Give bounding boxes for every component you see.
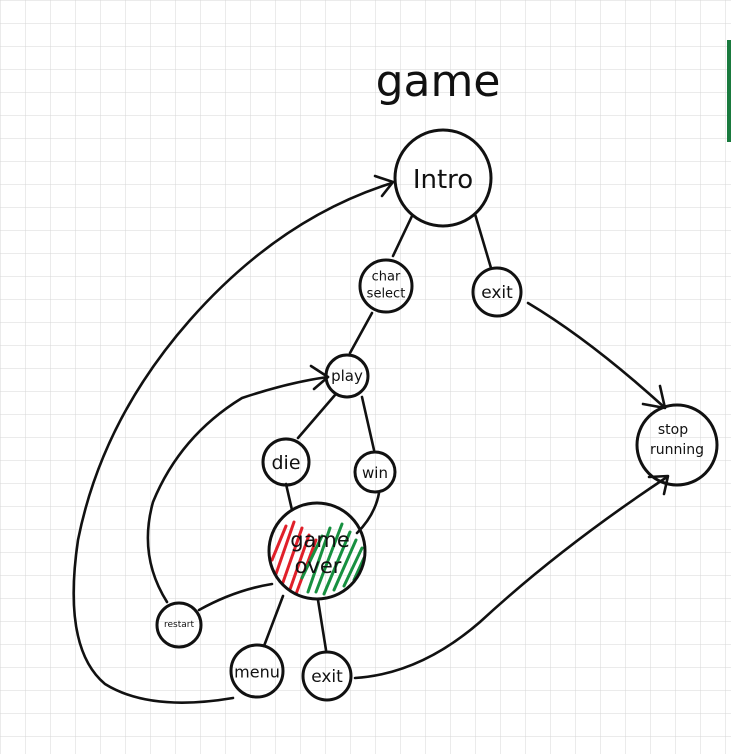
labels-layer: Intro char select exit play die win game… <box>164 165 704 687</box>
edge-die-to-game-over <box>284 482 294 512</box>
arrowhead-to-intro <box>373 174 395 198</box>
label-stop-running-line2: running <box>650 442 704 458</box>
label-die: die <box>271 452 300 474</box>
edge-play-to-die <box>296 393 337 440</box>
edge-menu-to-intro <box>72 181 394 704</box>
node-win <box>353 450 397 494</box>
label-game-over-line1: game <box>290 528 350 552</box>
label-exit-bottom: exit <box>311 667 343 687</box>
edge-accent-bar <box>727 40 731 142</box>
node-play <box>324 353 370 399</box>
node-restart <box>155 601 203 649</box>
game-over-scribble-highlight <box>270 520 364 598</box>
node-exit-bottom <box>301 650 353 702</box>
edge-game-over-to-menu <box>262 594 285 648</box>
nodes-layer <box>155 128 719 702</box>
label-menu: menu <box>234 663 280 682</box>
edge-intro-to-exit <box>473 212 493 270</box>
edge-restart-to-play <box>146 375 330 604</box>
label-win: win <box>362 464 388 482</box>
edge-char-select-to-play <box>348 311 374 355</box>
label-char-select-line1: char <box>372 270 401 285</box>
label-char-select-line2: select <box>367 287 406 302</box>
edge-exit-bottom-to-stop-running <box>353 475 669 680</box>
label-intro: Intro <box>413 165 473 195</box>
label-game-over-line2: over <box>295 554 342 578</box>
arrowhead-to-stop-running-bottom <box>647 474 670 496</box>
diagram-title: game <box>376 56 501 107</box>
edges-layer <box>72 174 670 704</box>
edge-game-over-to-exit-bottom <box>316 598 328 652</box>
edge-exit-to-stop-running <box>526 301 666 409</box>
label-restart: restart <box>164 620 194 630</box>
node-stop-running <box>635 403 719 487</box>
arrowhead-to-play <box>309 364 330 391</box>
node-die <box>261 437 311 487</box>
node-exit-top <box>471 266 523 318</box>
label-play: play <box>331 367 363 385</box>
edge-intro-to-char-select <box>391 214 414 258</box>
node-intro <box>393 128 493 228</box>
node-char-select <box>358 258 414 314</box>
label-exit-top: exit <box>481 283 513 303</box>
node-game-over <box>267 501 367 601</box>
edge-play-to-win <box>360 395 376 452</box>
node-menu <box>229 643 285 699</box>
edge-game-over-to-restart <box>197 582 274 612</box>
label-stop-running-line1: stop <box>658 422 688 438</box>
